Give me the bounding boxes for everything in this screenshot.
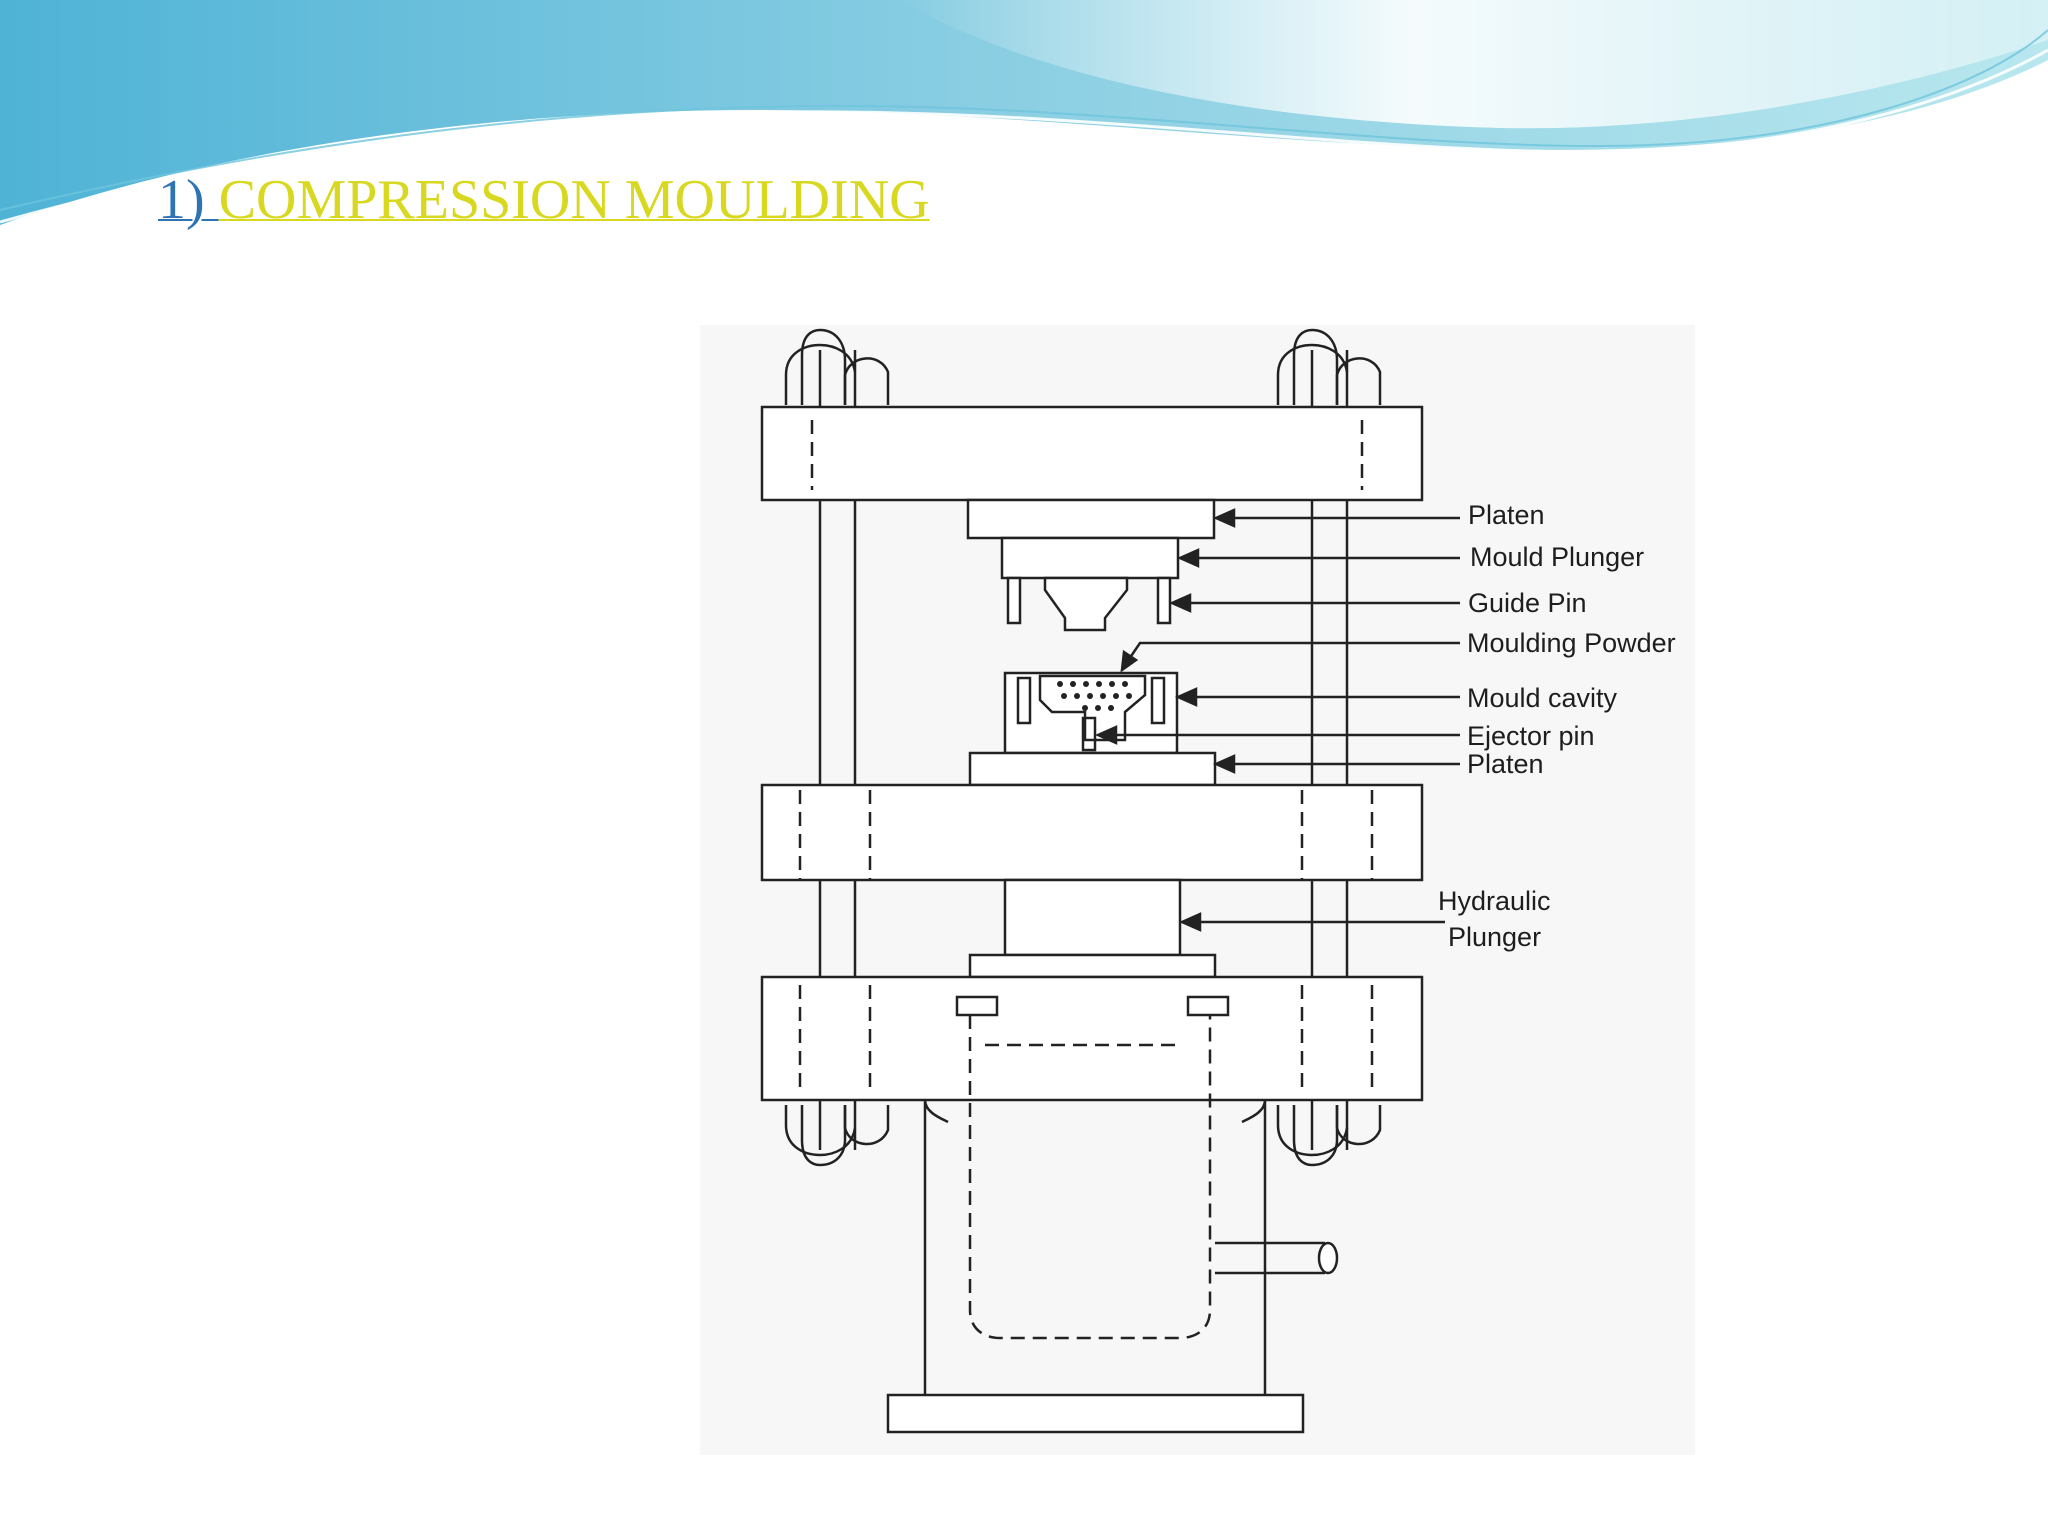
- moving-plate: [760, 783, 1424, 882]
- powder-dot: [1096, 681, 1102, 687]
- plunger-tip: [1043, 576, 1129, 632]
- powder-dot: [1113, 693, 1119, 699]
- powder-dot: [1083, 681, 1089, 687]
- banner-wave-line-2: [0, 29, 2048, 211]
- powder-dot: [1061, 693, 1067, 699]
- arrow-head: [1120, 649, 1139, 673]
- label-plunger: Plunger: [1448, 922, 1541, 952]
- lower-platen: [968, 751, 1217, 787]
- leader-lines: [1094, 508, 1460, 932]
- powder-dot: [1057, 681, 1063, 687]
- hidden-lines: [798, 420, 1374, 1340]
- label-mould-cavity: Mould cavity: [1467, 683, 1618, 713]
- inlet-pipe: [1215, 1241, 1325, 1275]
- press-frame: [760, 328, 1424, 1434]
- mould-plunger: [1000, 536, 1180, 580]
- ejector-pin-shape: [1081, 716, 1097, 752]
- cylinder-body: [923, 1099, 1267, 1395]
- plunger-collar: [968, 953, 1217, 979]
- arrow-head: [1212, 754, 1236, 774]
- wave-banner: [0, 0, 2048, 225]
- guide-hole-left: [1016, 676, 1032, 725]
- label-mould-plunger: Mould Plunger: [1470, 542, 1644, 572]
- label-platen-top: Platen: [1468, 500, 1545, 530]
- powder-dot: [1100, 693, 1106, 699]
- powder-dot: [1109, 681, 1115, 687]
- label-moulding-powder: Moulding Powder: [1467, 628, 1676, 658]
- powder-dot: [1126, 693, 1132, 699]
- label-ejector-pin: Ejector pin: [1467, 721, 1595, 751]
- label-guide-pin: Guide Pin: [1468, 588, 1587, 618]
- lower-crosshead: [760, 975, 1424, 1102]
- upper-platen: [966, 498, 1216, 540]
- guide-hole-right: [1150, 676, 1166, 725]
- arrow-head: [1212, 508, 1236, 528]
- arrow-head: [1174, 687, 1198, 707]
- moulding-powder-dots: [1057, 681, 1132, 711]
- arrow-head: [1178, 912, 1202, 932]
- powder-dot: [1122, 681, 1128, 687]
- powder-dot: [1074, 693, 1080, 699]
- powder-dot: [1070, 681, 1076, 687]
- arrow-head: [1094, 725, 1118, 745]
- guide-pin-left: [1006, 576, 1022, 625]
- guide-pin-right: [1156, 576, 1172, 625]
- banner-wave-line-1: [0, 48, 2048, 224]
- diagram-labels: Platen Mould Plunger Guide Pin Moulding …: [1438, 500, 1676, 952]
- mould-cavity-shape: [1038, 674, 1147, 742]
- slide-title: 1) COMPRESSION MOULDING: [158, 168, 930, 232]
- top-crosshead: [760, 405, 1424, 502]
- powder-dot: [1108, 705, 1114, 711]
- seal-left: [955, 995, 999, 1017]
- label-platen-bottom: Platen: [1467, 749, 1544, 779]
- label-hydraulic: Hydraulic: [1438, 886, 1551, 916]
- banner-wave-highlight: [900, 0, 2048, 129]
- powder-dot: [1095, 705, 1101, 711]
- seal-right: [1186, 995, 1230, 1017]
- title-number: 1): [158, 169, 219, 231]
- inlet-pipe-end: [1317, 1241, 1339, 1275]
- powder-dot: [1082, 705, 1088, 711]
- hydraulic-plunger-shape: [1003, 878, 1182, 957]
- base-plate: [886, 1393, 1305, 1434]
- title-text: COMPRESSION MOULDING: [218, 169, 930, 231]
- arrow-head: [1176, 548, 1200, 568]
- powder-dot: [1087, 693, 1093, 699]
- arrow-head: [1168, 593, 1192, 613]
